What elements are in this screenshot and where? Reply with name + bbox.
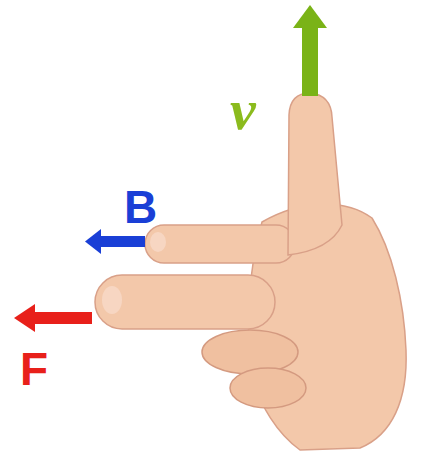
force-label: F: [20, 342, 48, 396]
middle-finger: [95, 275, 275, 329]
field-arrowhead: [85, 229, 101, 254]
fingernail: [102, 286, 122, 314]
thumb: [288, 93, 342, 255]
velocity-label: v: [230, 76, 256, 143]
field-arrow: [100, 236, 145, 247]
fingernail: [150, 232, 166, 252]
field-label: B: [124, 180, 157, 234]
velocity-arrowhead: [293, 5, 327, 28]
curled-finger: [230, 368, 306, 408]
index-finger: [145, 225, 295, 263]
curled-finger: [202, 330, 298, 374]
force-arrow: [34, 312, 92, 324]
velocity-arrow: [302, 26, 318, 96]
force-arrowhead: [14, 304, 35, 332]
